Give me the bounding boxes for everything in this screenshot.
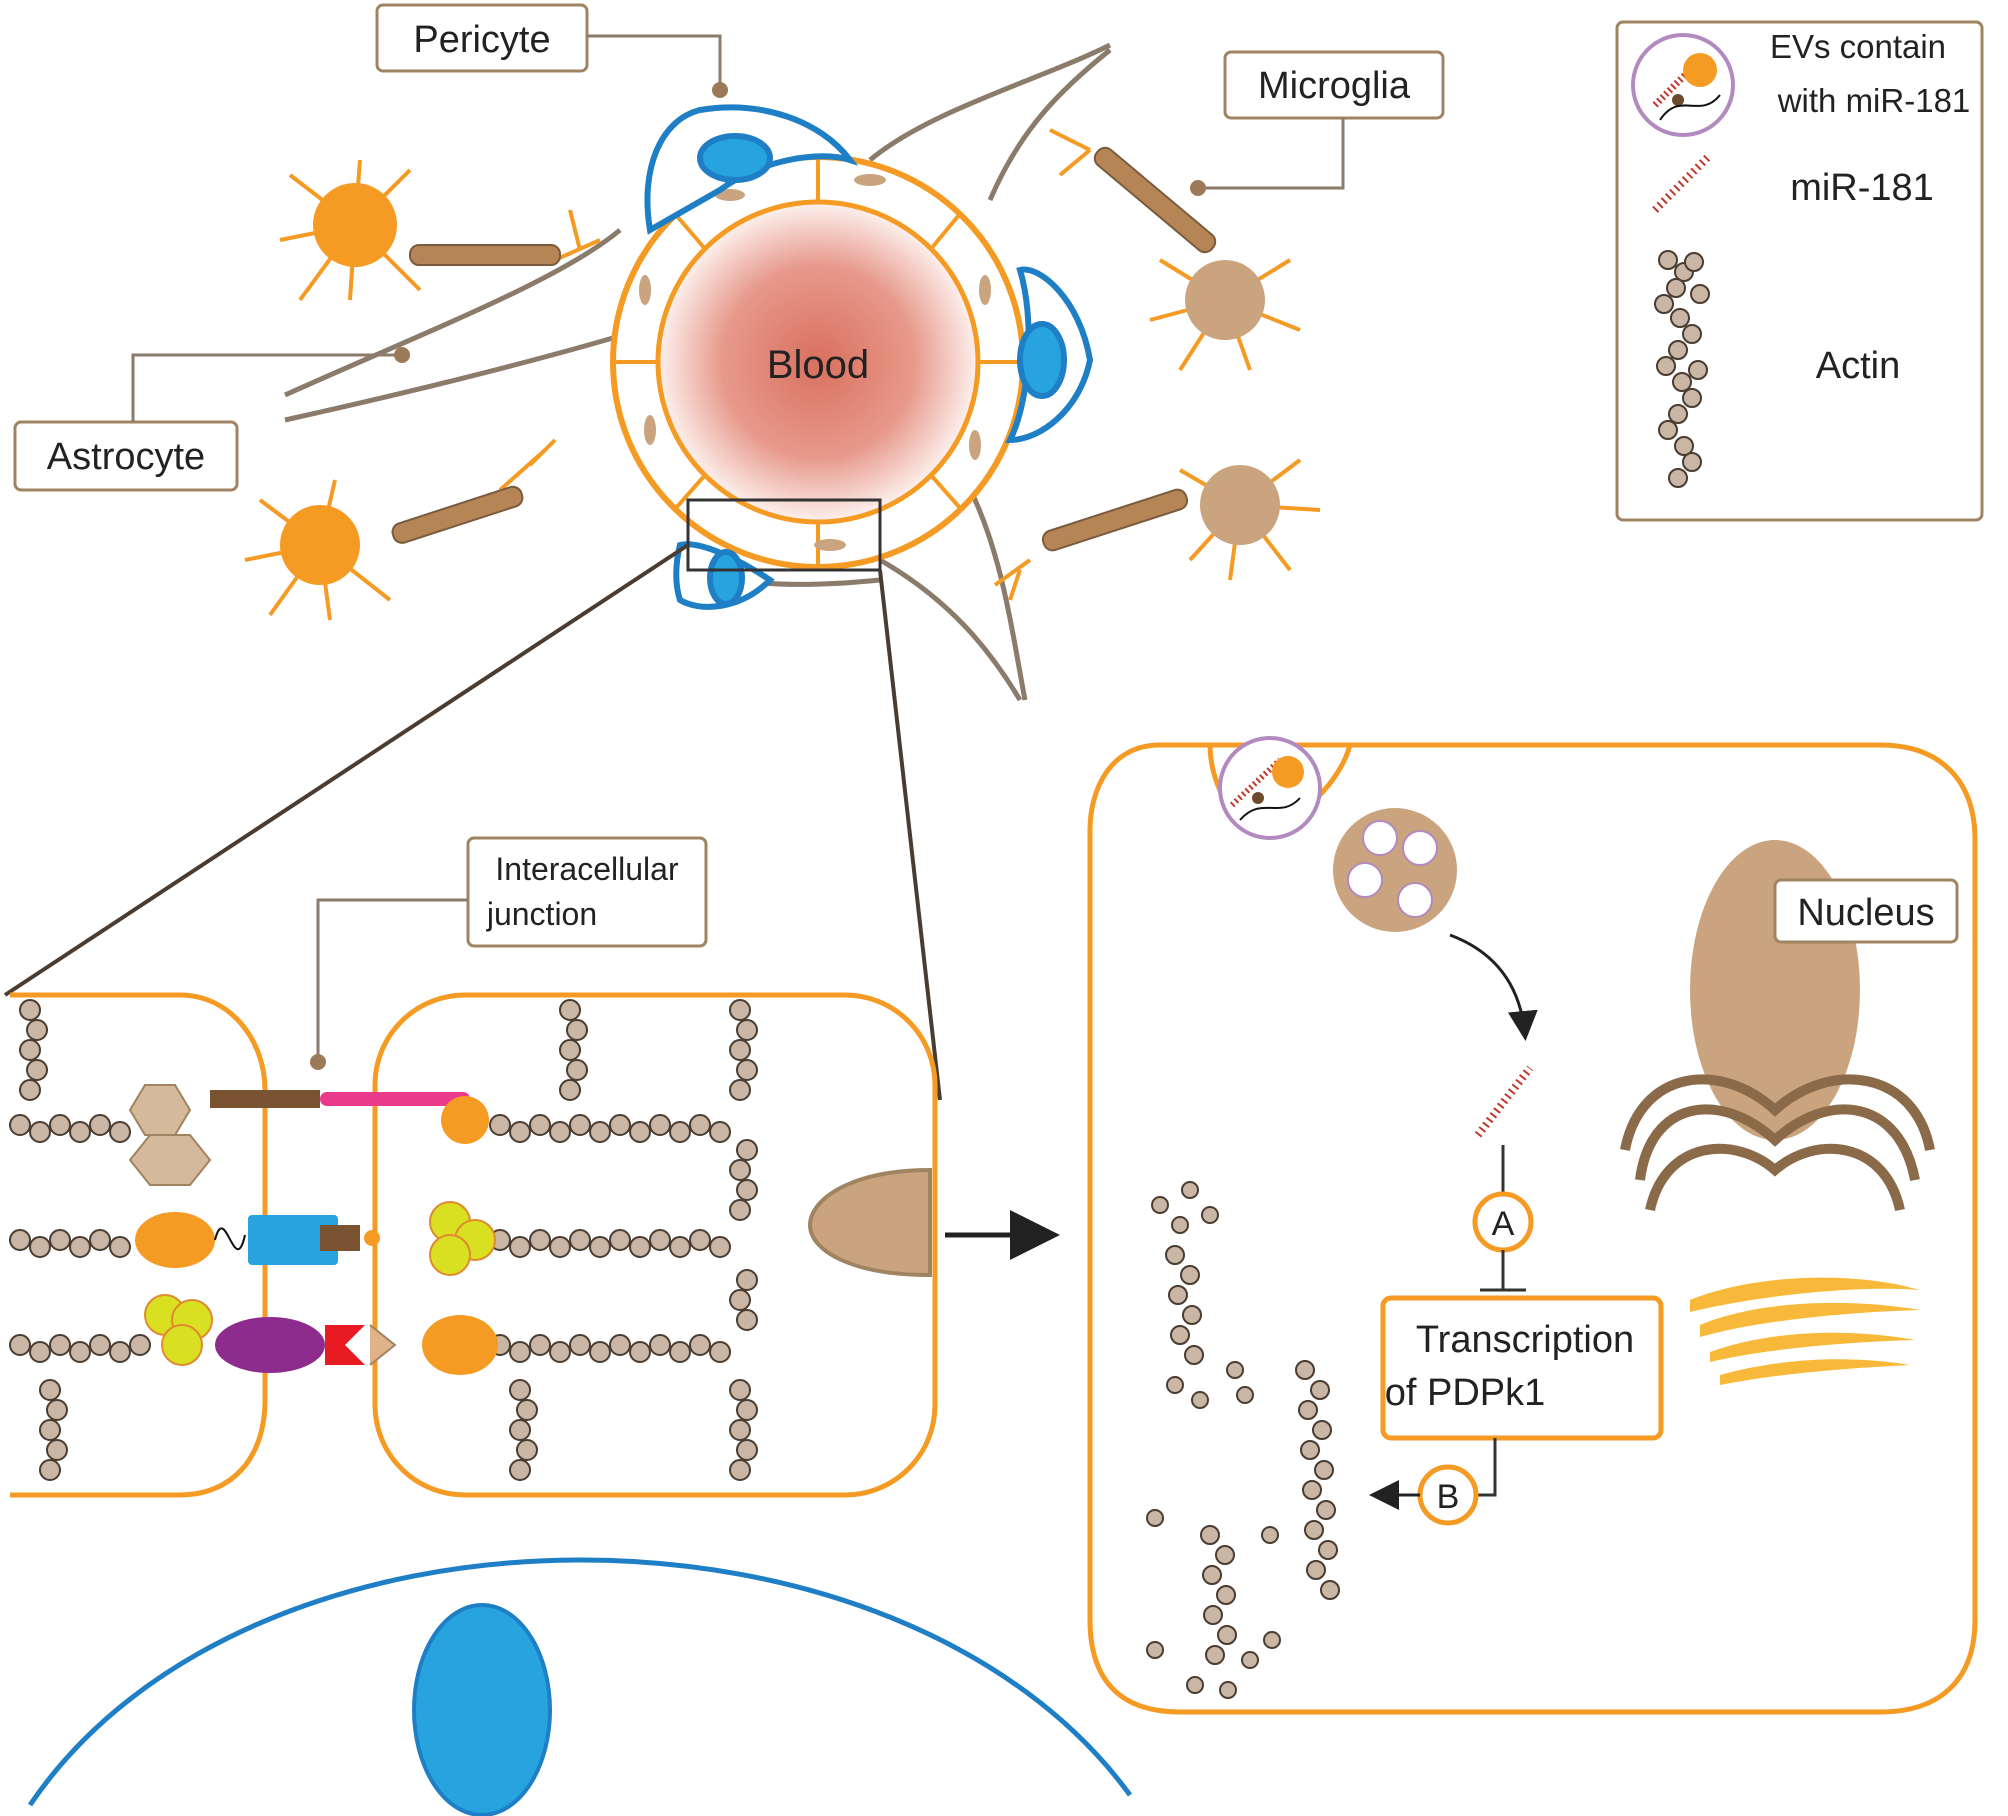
transcription-line1: Transcription <box>1416 1319 1634 1361</box>
astrocyte-lower-left <box>244 438 557 621</box>
mir-icon <box>1652 152 1713 213</box>
junction-label-line2: junction <box>486 896 597 932</box>
microglia-lower-right <box>993 458 1321 601</box>
blood-vessel: Blood <box>610 154 1026 570</box>
junction-panel: Interacellular junction <box>9 836 938 1498</box>
endoplasmic-reticulum <box>1620 1074 1935 1212</box>
pericyte-callout: Pericyte <box>375 3 728 98</box>
nucleus-label: Nucleus <box>1797 892 1934 934</box>
legend-mir: miR-181 <box>1790 167 1934 209</box>
pericytes <box>644 104 1094 610</box>
legend-ev-line1: EVs contain <box>1770 28 1946 65</box>
mechanism-panel: A Transcription of PDPk1 B <box>1087 736 1978 1715</box>
legend-ev-line2: with miR-181 <box>1777 82 1971 119</box>
actin-fiber-row3 <box>9 1334 731 1363</box>
zoom-box <box>686 498 882 572</box>
step-a-label: A <box>1492 1205 1515 1243</box>
ev-icon <box>1631 33 1735 137</box>
microglia-callout: Microglia <box>1190 50 1445 196</box>
endothelial-cell-membrane <box>27 1557 1133 1807</box>
astrocyte-upper-left <box>279 159 601 302</box>
junction-proteins <box>128 1084 498 1375</box>
legend-actin: Actin <box>1816 345 1900 387</box>
zoom-line-right <box>878 569 942 1101</box>
actin-fiber-vertical <box>19 999 758 1481</box>
legend: EVs contain with miR-181 miR-181 Actin <box>1615 20 1984 522</box>
astrocyte-callout: Astrocyte <box>13 347 410 492</box>
myelin-sheath <box>409 244 561 266</box>
microglia-upper-right <box>1049 128 1301 372</box>
microglia-label: Microglia <box>1258 65 1411 107</box>
zoom-line-left <box>3 543 690 997</box>
transcription-line2: of PDPk1 <box>1385 1372 1546 1414</box>
pericyte-label: Pericyte <box>413 19 550 61</box>
astrocyte-label: Astrocyte <box>47 436 205 478</box>
golgi-apparatus <box>1690 1277 1920 1385</box>
blood-label: Blood <box>767 343 869 387</box>
actin-fiber-row1 <box>9 1114 731 1143</box>
junction-label-line1: Interacellular <box>495 851 679 887</box>
endothelial-nucleus <box>412 1603 552 1816</box>
actin-icon <box>1654 250 1710 488</box>
step-b-label: B <box>1437 1478 1460 1516</box>
cell-actin <box>1146 1181 1340 1699</box>
